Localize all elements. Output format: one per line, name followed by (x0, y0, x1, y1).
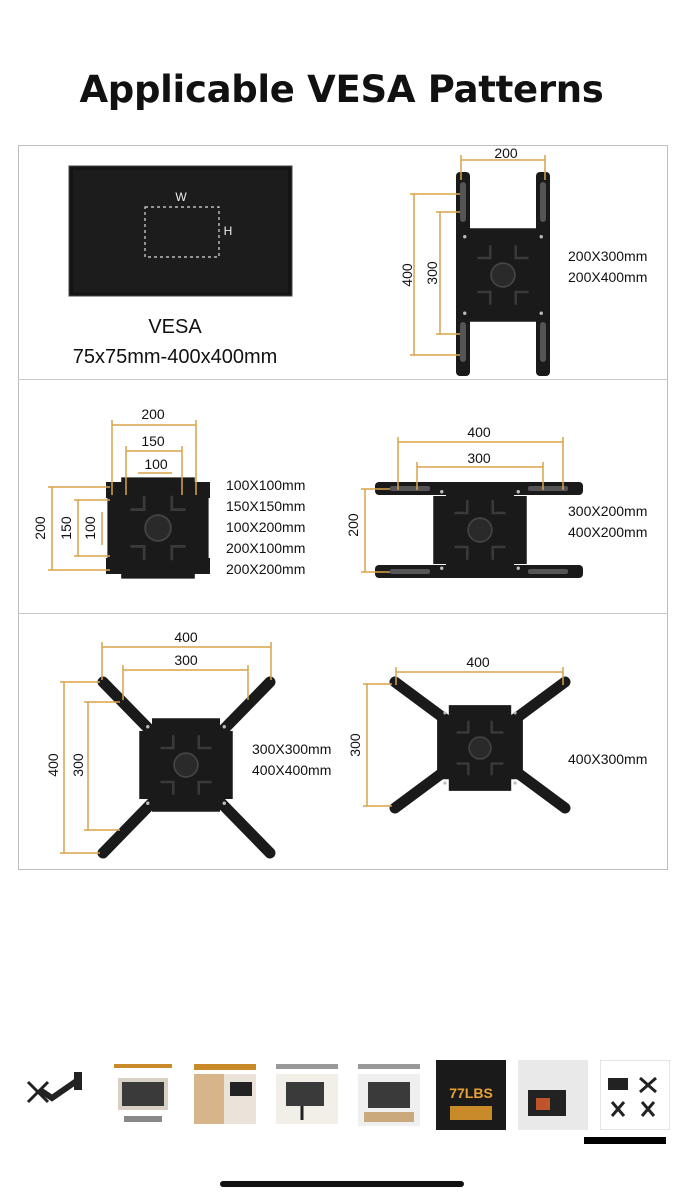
mount-square-plate: 200 150 100 200 150 100 (32, 406, 210, 580)
dim-top-1-label: 200 (141, 406, 165, 422)
dim-top-label: 400 (466, 654, 490, 670)
mount3-pattern-list: 300X200mm 400X200mm (568, 501, 647, 543)
dim-left-2-label: 150 (58, 516, 74, 540)
image-thumbnail-strip: 77LBS (20, 1059, 671, 1136)
pattern-item: 300X200mm (568, 503, 648, 519)
vesa-name-label: VESA (148, 316, 202, 338)
dim-top-3-label: 100 (144, 456, 168, 472)
thumbnail-6[interactable]: 77LBS (436, 1060, 506, 1130)
dim-left-inner-label: 300 (70, 753, 86, 777)
pattern-item: 200X200mm (226, 561, 306, 577)
svg-text:77LBS: 77LBS (449, 1085, 493, 1101)
dim-top-label: 200 (494, 145, 518, 161)
dim-left-label: 300 (347, 733, 363, 757)
mount5-pattern-list: 400X300mm (568, 749, 647, 770)
mount-arm-icon (26, 1072, 82, 1104)
vesa-patterns-icon (599, 1059, 671, 1131)
level-tilt-icon (276, 1064, 338, 1124)
corner-install-icon (518, 1060, 588, 1130)
thumbnail-3[interactable] (190, 1060, 260, 1130)
row-divider-1 (18, 379, 668, 380)
vesa-range-label: 75x75mm-400x400mm (72, 346, 278, 368)
thumbnail-7[interactable] (518, 1060, 588, 1130)
mount2-pattern-list: 100X100mm 150X150mm 100X200mm 200X100mm … (226, 475, 305, 580)
mount-x-arms-large: 400 300 400 300 (45, 629, 276, 859)
dim-left-3-label: 100 (82, 516, 98, 540)
tv-screen-illustration: W H (68, 165, 293, 297)
thumbnail-1[interactable] (20, 1060, 90, 1130)
vesa-chart-panel (18, 145, 668, 870)
mount-x-arms-wide: 400 300 (347, 654, 571, 814)
weight-capacity-icon: 77LBS (436, 1060, 506, 1130)
pattern-item: 200X300mm (568, 248, 648, 264)
vesa-diagrams: W H 200 400 300 (32, 145, 583, 859)
row-divider-2 (18, 613, 668, 614)
pattern-item: 200X100mm (226, 540, 306, 556)
tv-size-icon (114, 1064, 172, 1122)
dim-left-outer-label: 400 (45, 753, 61, 777)
mount-vertical-rails: 200 400 300 (399, 145, 552, 376)
home-indicator[interactable] (220, 1181, 464, 1187)
vesa-hole-area (144, 206, 220, 258)
mount1-pattern-list: 200X300mm 200X400mm (568, 246, 647, 288)
thumbnail-2[interactable] (108, 1060, 178, 1130)
pattern-item: 400X300mm (568, 751, 648, 767)
pattern-item: 100X100mm (226, 477, 306, 493)
mount-horizontal-rails: 400 300 200 (345, 424, 583, 579)
thumbnail-5[interactable] (354, 1060, 424, 1130)
page-title: Applicable VESA Patterns (79, 68, 604, 111)
thumbnail-8-selected[interactable] (599, 1059, 671, 1131)
dim-left-inner-label: 300 (424, 261, 440, 285)
dim-top-outer-label: 400 (467, 424, 491, 440)
dim-left-1-label: 200 (32, 516, 48, 540)
width-label: W (175, 190, 187, 204)
height-label: H (224, 224, 233, 238)
pattern-item: 200X400mm (568, 269, 648, 285)
mount4-pattern-list: 300X300mm 400X400mm (252, 739, 331, 781)
pattern-item: 400X200mm (568, 524, 648, 540)
dim-left-label: 200 (345, 513, 361, 537)
selected-thumbnail-indicator (584, 1137, 666, 1144)
thumbnail-4[interactable] (272, 1060, 342, 1130)
wall-studs-icon (194, 1064, 256, 1124)
dim-top-outer-label: 400 (174, 629, 198, 645)
pattern-item: 400X400mm (252, 762, 332, 778)
pattern-item: 300X300mm (252, 741, 332, 757)
dim-top-inner-label: 300 (467, 450, 491, 466)
pattern-item: 100X200mm (226, 519, 306, 535)
viewing-angle-icon (358, 1064, 420, 1126)
dim-top-inner-label: 300 (174, 652, 198, 668)
dim-top-2-label: 150 (141, 433, 165, 449)
pattern-item: 150X150mm (226, 498, 306, 514)
dim-left-outer-label: 400 (399, 263, 415, 287)
